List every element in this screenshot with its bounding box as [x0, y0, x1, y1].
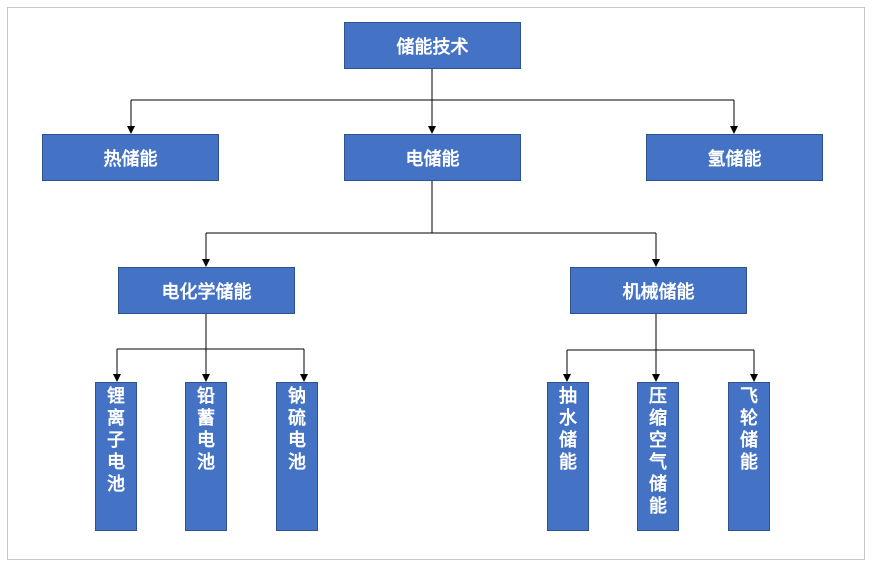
node-hydrogen-storage-label: 氢储能 — [707, 148, 762, 170]
node-root: 储能技术 — [344, 22, 521, 69]
node-pumped-hydro-storage-label: 抽水储能 — [559, 386, 577, 473]
node-electric-storage-label: 电储能 — [405, 148, 460, 170]
node-sodium-sulfur-battery-label: 钠硫电池 — [288, 386, 306, 473]
node-sodium-sulfur-battery: 钠硫电池 — [276, 382, 318, 531]
node-compressed-air-storage: 压缩空气储能 — [637, 382, 679, 531]
node-lithium-ion-battery: 锂离子电池 — [95, 382, 137, 531]
diagram-frame — [7, 7, 865, 560]
node-electric-storage: 电储能 — [344, 134, 521, 181]
node-compressed-air-storage-label: 压缩空气储能 — [649, 386, 667, 517]
node-mechanical-storage-label: 机械储能 — [622, 281, 695, 303]
node-thermal-storage-label: 热储能 — [103, 148, 158, 170]
node-electrochemical-storage-label: 电化学储能 — [161, 281, 252, 303]
node-root-label: 储能技术 — [396, 36, 469, 58]
node-electrochemical-storage: 电化学储能 — [118, 267, 295, 314]
node-flywheel-storage: 飞轮储能 — [728, 382, 770, 531]
node-hydrogen-storage: 氢储能 — [646, 134, 823, 181]
node-lithium-ion-battery-label: 锂离子电池 — [107, 386, 125, 495]
node-flywheel-storage-label: 飞轮储能 — [740, 386, 758, 473]
node-thermal-storage: 热储能 — [42, 134, 219, 181]
node-pumped-hydro-storage: 抽水储能 — [547, 382, 589, 531]
node-mechanical-storage: 机械储能 — [570, 267, 747, 314]
node-lead-acid-battery-label: 铅蓄电池 — [197, 386, 215, 473]
node-lead-acid-battery: 铅蓄电池 — [185, 382, 227, 531]
